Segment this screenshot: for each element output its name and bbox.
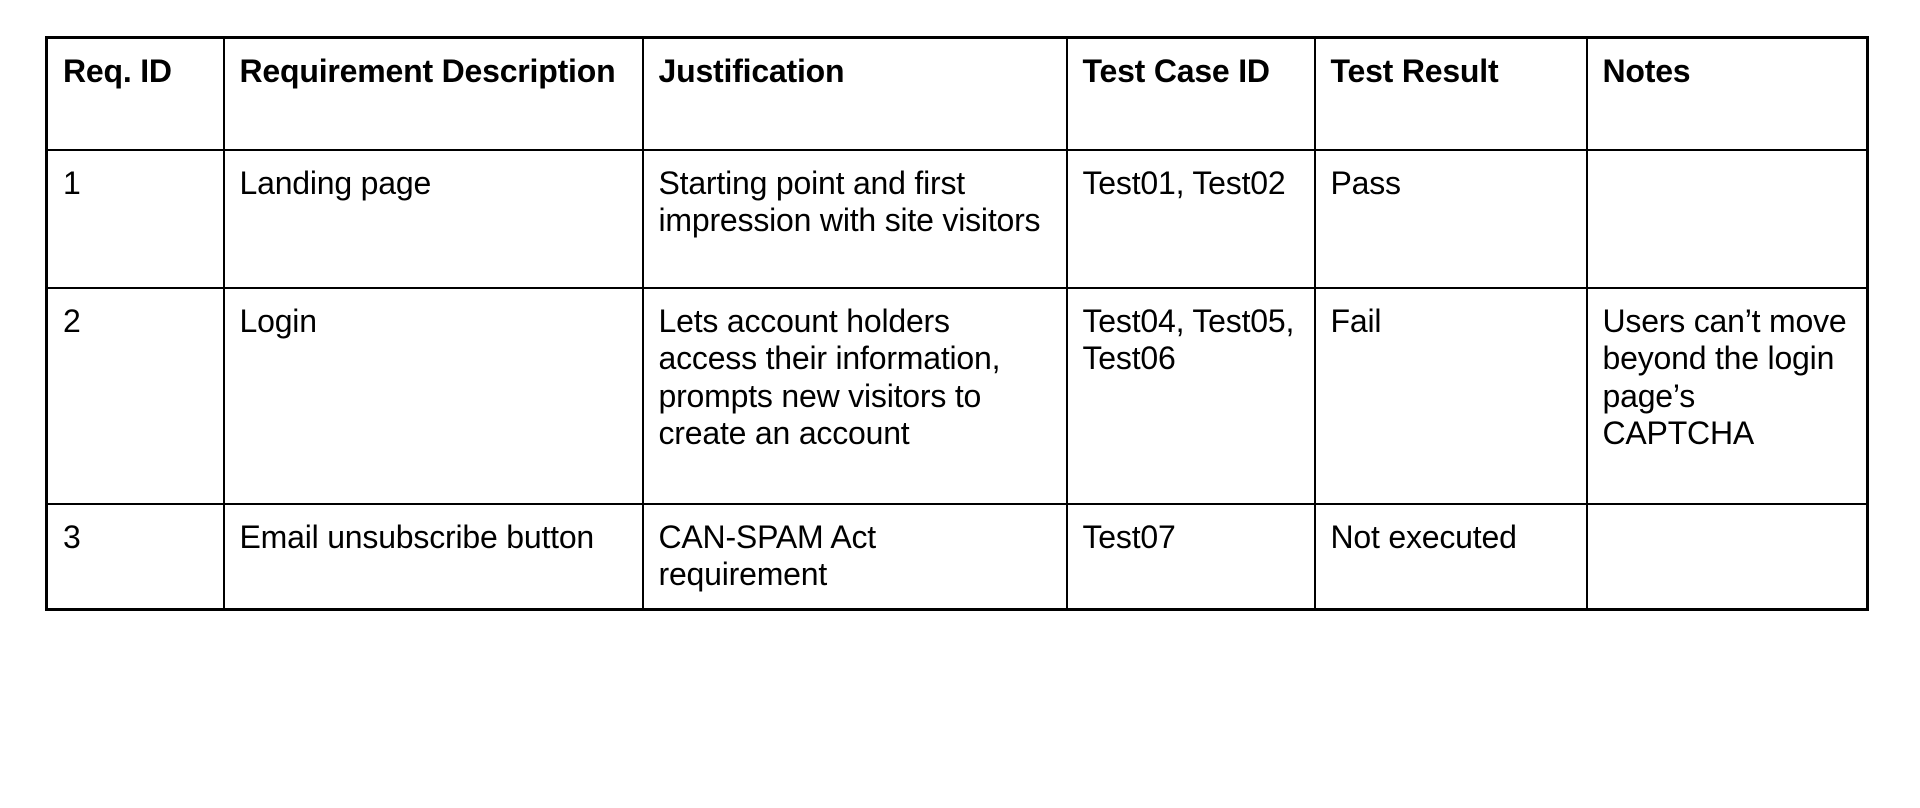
table-row: 1 Landing page Starting point and first …	[45, 149, 1869, 289]
cell-req-id: 3	[45, 502, 225, 611]
table-row: 2 Login Lets account holders access thei…	[45, 287, 1869, 505]
cell-justification: Lets account holders access their inform…	[641, 287, 1068, 505]
cell-justification: CAN-SPAM Act requirement	[641, 502, 1068, 611]
column-header-notes: Notes	[1585, 36, 1869, 151]
cell-test-case-id: Test04, Test05, Test06	[1065, 287, 1316, 505]
table-header-row: Req. ID Requirement Description Justific…	[45, 36, 1869, 151]
cell-test-result: Not executed	[1313, 502, 1588, 611]
cell-notes	[1585, 149, 1869, 289]
column-header-justification: Justification	[641, 36, 1068, 151]
cell-test-case-id: Test01, Test02	[1065, 149, 1316, 289]
column-header-test-result: Test Result	[1313, 36, 1588, 151]
cell-test-result: Pass	[1313, 149, 1588, 289]
column-header-test-case-id: Test Case ID	[1065, 36, 1316, 151]
column-header-req-id: Req. ID	[45, 36, 225, 151]
cell-test-result: Fail	[1313, 287, 1588, 505]
traceability-matrix-container: Req. ID Requirement Description Justific…	[45, 36, 1869, 611]
column-header-requirement-description: Requirement Description	[222, 36, 644, 151]
cell-requirement-description: Email unsubscribe button	[222, 502, 644, 611]
requirements-traceability-table: Req. ID Requirement Description Justific…	[45, 36, 1869, 611]
cell-requirement-description: Landing page	[222, 149, 644, 289]
cell-req-id: 2	[45, 287, 225, 505]
cell-test-case-id: Test07	[1065, 502, 1316, 611]
cell-justification: Starting point and first impression with…	[641, 149, 1068, 289]
table-row: 3 Email unsubscribe button CAN-SPAM Act …	[45, 502, 1869, 611]
cell-notes	[1585, 502, 1869, 611]
cell-requirement-description: Login	[222, 287, 644, 505]
cell-req-id: 1	[45, 149, 225, 289]
cell-notes: Users can’t move beyond the login page’s…	[1585, 287, 1869, 505]
